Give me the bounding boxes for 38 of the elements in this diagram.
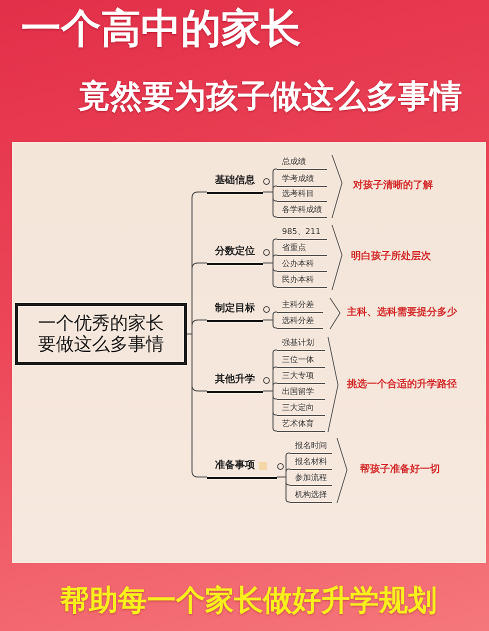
subtopic-label: 学考成绩: [277, 174, 327, 186]
summary-text: 对孩子清晰的了解: [353, 180, 433, 192]
title: 一个高中的家长: [21, 6, 301, 52]
connector-line: [186, 334, 208, 478]
subtopic-label: 三位一体: [277, 355, 325, 368]
summary-text: 挑选一个合适的升学路径: [347, 379, 457, 391]
subtopic-label: 总成绩: [277, 157, 327, 170]
branch-label: 制定目标: [207, 302, 263, 322]
connector-line: [262, 262, 278, 288]
summary-text: 帮孩子准备好一切: [360, 464, 440, 476]
slogan-text: 帮助每一个家长做好升学规划: [60, 584, 437, 618]
summary-text: 主科、选科需要提分多少: [347, 307, 457, 319]
summary-text: 明白孩子所处层次: [351, 251, 431, 263]
subtopic-label: 出国留学: [277, 387, 325, 400]
subtopic-label: 三大专项: [277, 371, 325, 384]
subtopic-label: 艺术体育: [277, 419, 325, 432]
connector-line: [276, 476, 290, 502]
branch-label: 基础信息: [207, 174, 263, 194]
subtopic-label: 三大定向: [277, 403, 325, 416]
subtopic-label: 强基计划: [277, 338, 325, 350]
branch-label: 其他升学: [207, 373, 263, 392]
root-box: 一个优秀的家长要做这么多事情: [15, 303, 187, 365]
connector-line: [262, 192, 278, 218]
subtopic-label: 985、211: [277, 227, 327, 240]
subtopic-label: 主科分差: [277, 300, 323, 312]
subtopic-label: 民办本科: [277, 275, 327, 288]
subtopic-label: 机构选择: [290, 490, 332, 502]
subtopic-label: 参加流程: [290, 473, 332, 486]
subtopic-label: 选科分差: [277, 316, 323, 328]
subtopic-label: 报名材料: [290, 457, 332, 470]
branch-label: 分数定位: [207, 245, 263, 264]
subtopic-label: 报名时间: [290, 441, 332, 454]
subtopic-label: 各学科成绩: [277, 205, 327, 218]
subtitle: 竟然要为孩子做这么多事情: [78, 78, 462, 114]
subtopic-label: 省重点: [277, 243, 327, 256]
subtopic-label: 公办本科: [277, 259, 327, 272]
subtopic-label: 选考科目: [277, 189, 327, 202]
connector-line: [262, 390, 278, 432]
